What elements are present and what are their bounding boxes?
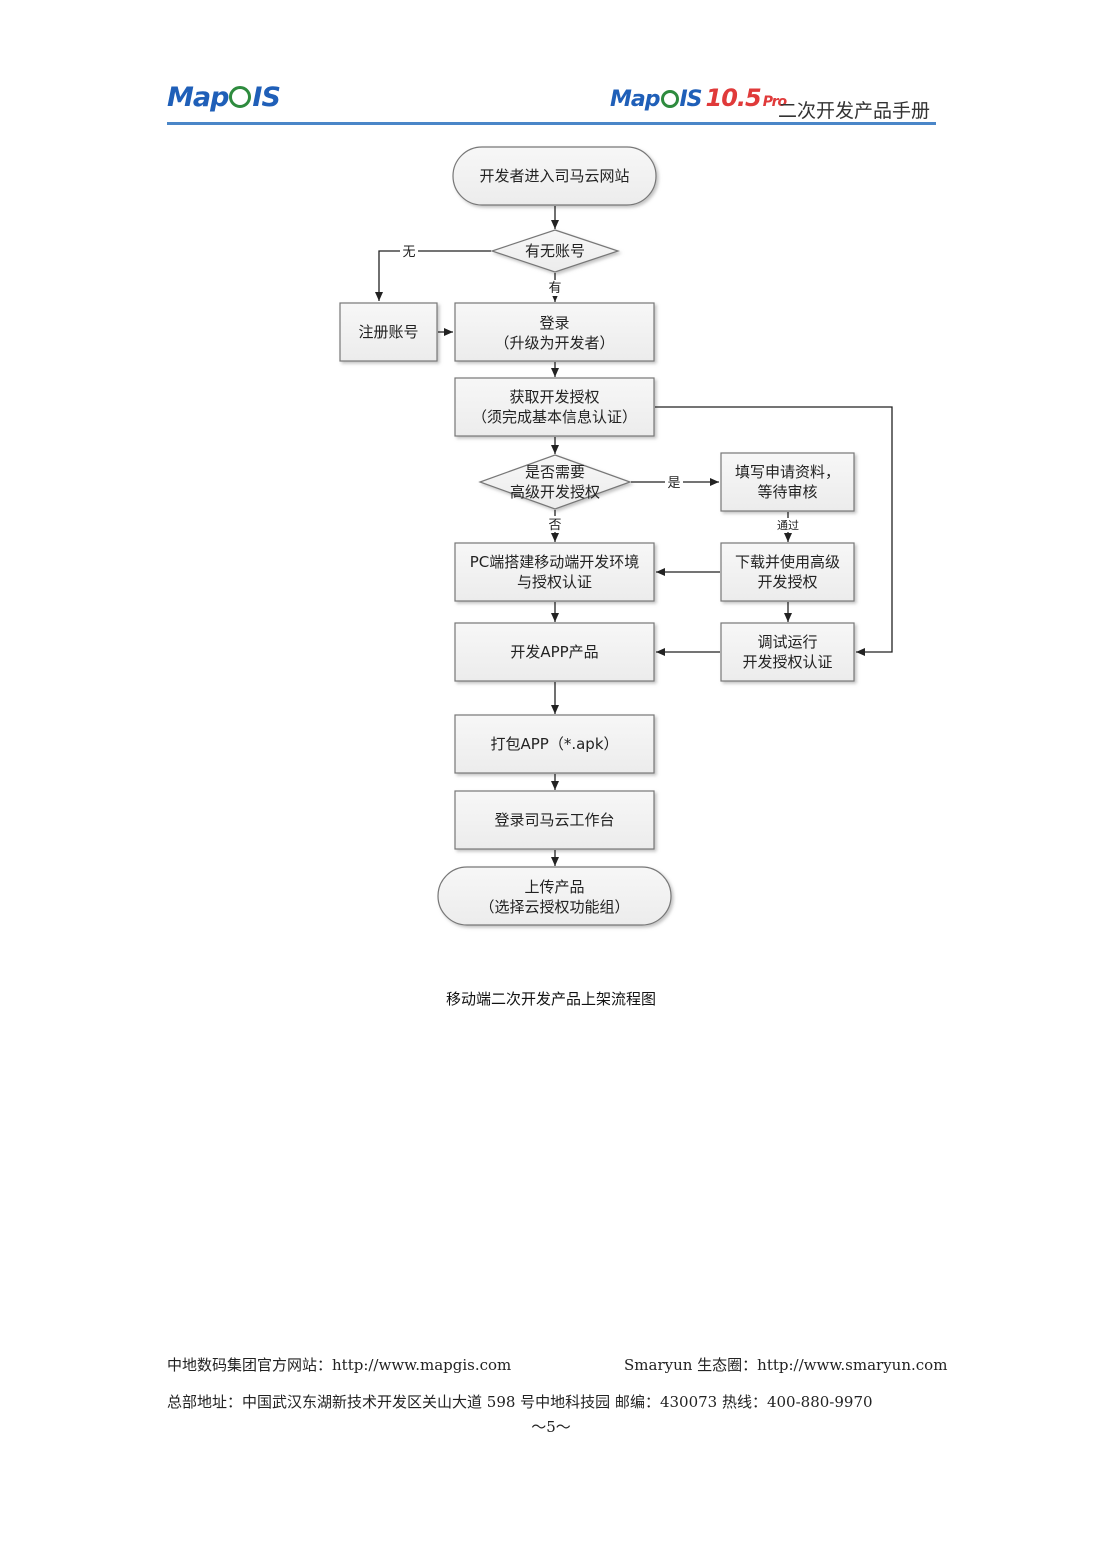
node-get-auth-line2: （须完成基本信息认证） (472, 408, 637, 426)
logo-text-pre: Map (167, 82, 229, 113)
edges (375, 206, 893, 866)
footer-address: 总部地址：中国武汉东湖新技术开发区关山大道 598 号中地科技园 邮编：4300… (167, 1393, 873, 1411)
flowchart: 开发者进入司马云网站 有无账号 注册账号 登录 （升级为开发者） 获取开发授权 … (339, 146, 893, 926)
node-start-label: 开发者进入司马云网站 (479, 167, 629, 185)
node-login: 登录 （升级为开发者） (454, 302, 655, 362)
globe-icon (660, 90, 679, 108)
edge-label-yes: 是 (667, 476, 680, 491)
page-number: ～5～ (531, 1418, 571, 1436)
node-debug-line1: 调试运行 (757, 633, 817, 651)
node-has-account: 有无账号 (490, 229, 620, 273)
footer-ecosystem: Smaryun 生态圈：http://www.smaryun.com (624, 1356, 948, 1374)
edge-label-has: 有 (548, 281, 561, 296)
node-upload-line2: （选择云授权功能组） (479, 898, 629, 916)
logo-text-pre: Map (610, 87, 660, 112)
globe-icon (229, 86, 252, 108)
logo-version: 10.5 (705, 84, 762, 112)
node-login-console: 登录司马云工作台 (454, 790, 655, 850)
node-get-auth: 获取开发授权 （须完成基本信息认证） (454, 377, 655, 437)
node-fill-form: 填写申请资料， 等待审核 (720, 452, 855, 512)
node-need-advanced-line1: 是否需要 (525, 463, 585, 481)
logo-text-post: IS (252, 82, 280, 113)
header-title: 二次开发产品手册 (778, 100, 931, 122)
node-pc-setup-line2: 与授权认证 (517, 573, 592, 591)
node-develop-app: 开发APP产品 (454, 622, 655, 682)
figure-caption: 移动端二次开发产品上架流程图 (445, 990, 656, 1008)
edge-label-no: 无 (402, 245, 415, 260)
node-fill-form-line1: 填写申请资料， (735, 463, 840, 481)
logo-text-post: IS (679, 87, 703, 112)
edge-no-account (375, 250, 491, 301)
edge-auth-to-debug (655, 406, 893, 656)
node-fill-form-line2: 等待审核 (757, 483, 817, 501)
node-download: 下载并使用高级 开发授权 (720, 542, 855, 602)
header-rule (167, 122, 936, 125)
node-develop-app-label: 开发APP产品 (510, 643, 598, 661)
node-download-line2: 开发授权 (757, 573, 817, 591)
node-login-console-label: 登录司马云工作台 (494, 811, 614, 829)
node-register: 注册账号 (339, 302, 438, 362)
node-has-account-label: 有无账号 (525, 242, 585, 260)
node-upload: 上传产品 （选择云授权功能组） (437, 866, 672, 926)
node-debug-line2: 开发授权认证 (742, 653, 832, 671)
node-package: 打包APP（*.apk） (454, 714, 655, 774)
node-need-advanced: 是否需要 高级开发授权 (478, 454, 632, 510)
node-get-auth-line1: 获取开发授权 (509, 388, 599, 406)
node-download-line1: 下载并使用高级 (735, 553, 840, 571)
edge-label-approved: 通过 (777, 519, 799, 532)
logo-pro: Pro (762, 94, 787, 110)
edge-label-not: 否 (548, 518, 561, 533)
node-pc-setup: PC端搭建移动端开发环境 与授权认证 (454, 542, 655, 602)
node-upload-line1: 上传产品 (524, 878, 584, 896)
node-login-line2: （升级为开发者） (494, 334, 614, 352)
node-start: 开发者进入司马云网站 (452, 146, 657, 206)
node-pc-setup-line1: PC端搭建移动端开发环境 (470, 553, 640, 571)
node-need-advanced-line2: 高级开发授权 (510, 483, 600, 501)
node-package-label: 打包APP（*.apk） (490, 735, 618, 753)
node-login-line1: 登录 (539, 314, 569, 332)
footer-website: 中地数码集团官方网站：http://www.mapgis.com (167, 1356, 512, 1374)
mapgis-logo: Map IS (167, 82, 281, 113)
node-register-label: 注册账号 (358, 323, 418, 341)
node-debug: 调试运行 开发授权认证 (720, 622, 855, 682)
